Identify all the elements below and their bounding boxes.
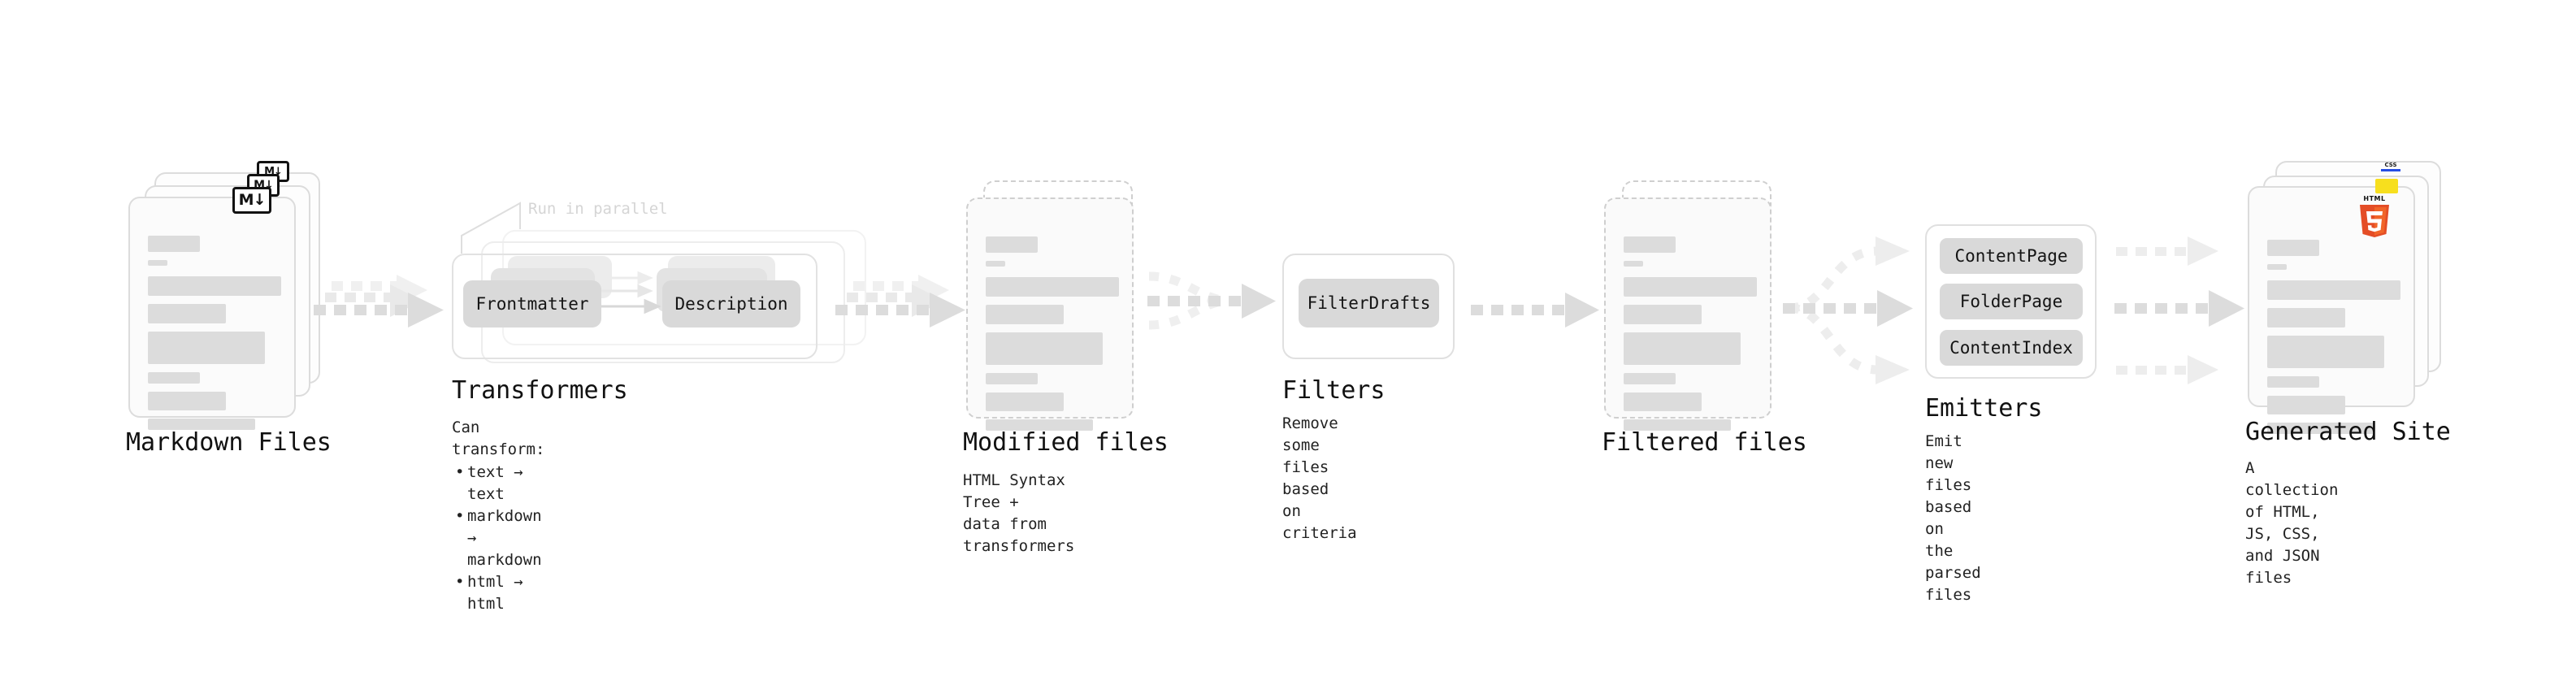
label-generated-site: Generated Site [2245, 418, 2451, 446]
arrow-filtered-to-emitters [1781, 230, 1944, 393]
filterdrafts-label: FilterDrafts [1307, 293, 1431, 313]
card-content-lines [148, 236, 281, 438]
folderpage-pill[interactable]: FolderPage [1940, 284, 2083, 319]
description-pill[interactable]: Description [662, 280, 800, 327]
contentindex-pill[interactable]: ContentIndex [1940, 330, 2083, 366]
arrow-modified-to-filters [1146, 258, 1292, 348]
transformers-list-item: text → text [455, 462, 544, 505]
arrow-markdown-to-transformers [309, 275, 455, 340]
desc-emitters: Emit new files based on the parsed files [1925, 432, 1981, 604]
label-modified-files: Modified files [963, 428, 1169, 457]
filtered-card-front [1604, 197, 1772, 431]
markdown-card-front [128, 197, 296, 430]
card-content-lines [1624, 236, 1757, 439]
desc-filters: Remove some files based on criteria [1282, 414, 1357, 542]
contentpage-label: ContentPage [1954, 246, 2068, 266]
label-filtered-files: Filtered files [1602, 428, 1807, 457]
arrow-filters-to-filtered [1469, 287, 1599, 336]
label-run-in-parallel: Run in parallel [528, 200, 668, 218]
arrow-transformers-to-modified [830, 275, 977, 340]
folderpage-label: FolderPage [1959, 292, 2063, 311]
frontmatter-pill[interactable]: Frontmatter [463, 280, 601, 327]
label-transformers: Transformers [452, 376, 628, 405]
modified-card-front [966, 197, 1134, 431]
frontmatter-label: Frontmatter [475, 294, 589, 314]
css-icon: CSS [2381, 163, 2400, 171]
card-content-lines [2267, 240, 2400, 442]
svg-text:HTML: HTML [2363, 195, 2385, 202]
transformer-inner-arrows [601, 268, 691, 317]
markdown-badge: M↓ [232, 187, 271, 214]
transformers-capabilities: Can transform: text → text markdown → ma… [452, 417, 544, 615]
transformers-panel-front [452, 254, 817, 359]
markdown-badge-text: M↓ [238, 191, 267, 209]
label-markdown-files: Markdown Files [126, 428, 332, 457]
desc-modified-files: HTML Syntax Tree + data from transformer… [963, 471, 1075, 555]
css-icon-text: CSS [2384, 162, 2397, 168]
html5-icon: HTML [2355, 193, 2394, 239]
filterdrafts-pill[interactable]: FilterDrafts [1299, 279, 1439, 327]
desc-generated-site: A collection of HTML, JS, CSS, and JSON … [2245, 459, 2339, 587]
transformers-list-item: html → html [455, 571, 544, 615]
transformers-list-header: Can transform: [452, 419, 545, 458]
contentpage-pill[interactable]: ContentPage [1940, 238, 2083, 274]
transformers-list-item: markdown → markdown [455, 505, 544, 571]
contentindex-label: ContentIndex [1949, 338, 2073, 358]
label-filters: Filters [1282, 376, 1386, 405]
arrow-emitters-to-site [2113, 230, 2267, 393]
transformers-list: text → text markdown → markdown html → h… [452, 462, 544, 615]
card-content-lines [986, 236, 1119, 439]
label-emitters: Emitters [1925, 394, 2043, 423]
description-label: Description [674, 294, 788, 314]
parallel-bracket [460, 200, 557, 254]
js-icon [2375, 179, 2398, 193]
